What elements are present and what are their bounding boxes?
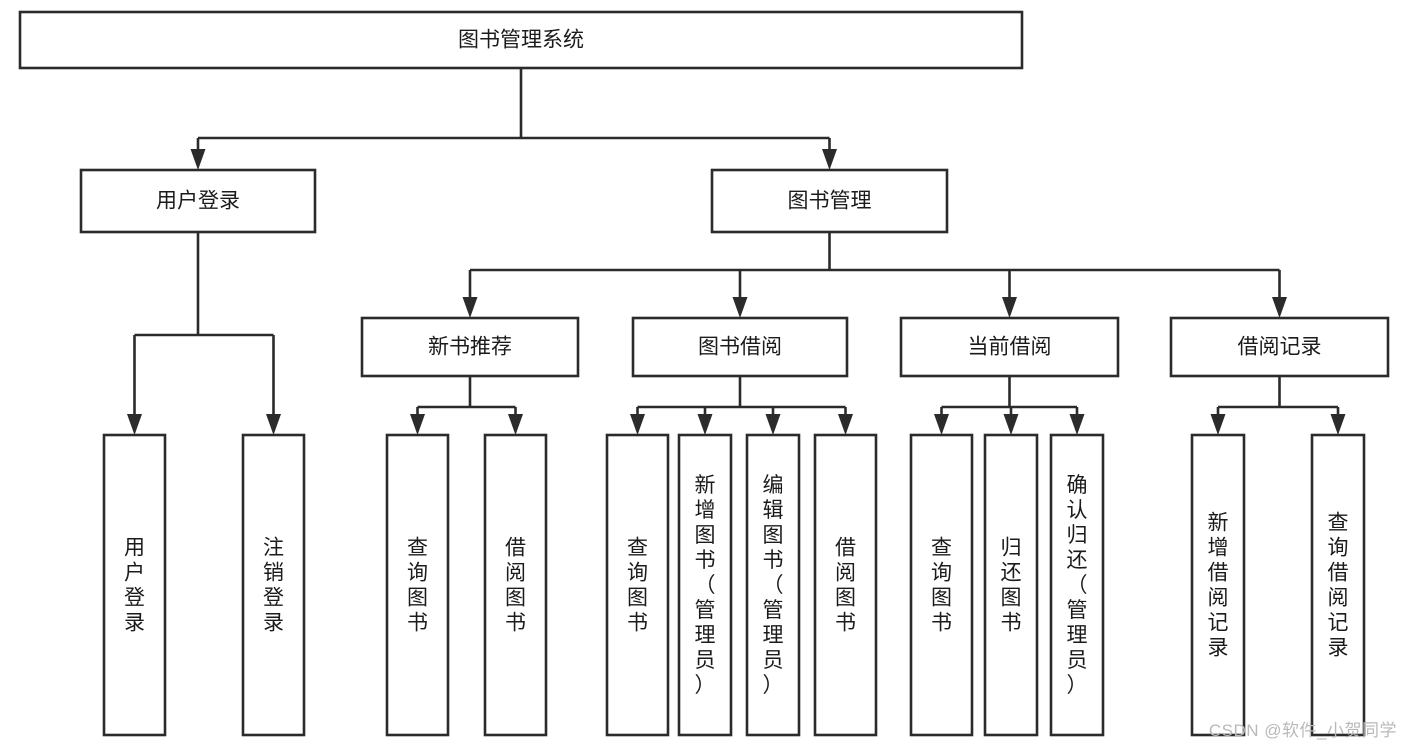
node-box-leaf-query-book-new[interactable] — [385, 433, 450, 737]
node-label-user-login: 用户登录 — [156, 190, 240, 213]
nodes-layer: 图书管理系统用户登录图书管理新书推荐图书借阅当前借阅借阅记录用户登录注销登录查询… — [18, 10, 1390, 737]
arrow-head-icon — [822, 149, 837, 170]
node-user-login[interactable]: 用户登录 — [79, 168, 317, 234]
node-label-leaf-add-book-admin: 新增图书（管理员） — [695, 474, 716, 697]
node-leaf-user-logout[interactable]: 注销登录 — [241, 433, 306, 737]
node-label-leaf-user-logout: 注销登录 — [263, 537, 284, 635]
node-label-leaf-add-borrow-record: 新增借阅记录 — [1208, 512, 1229, 660]
node-box-leaf-query-book-current[interactable] — [909, 433, 974, 737]
node-leaf-query-book-new[interactable]: 查询图书 — [385, 433, 450, 737]
node-leaf-borrow-book-new[interactable]: 借阅图书 — [483, 433, 548, 737]
arrow-head-icon — [838, 414, 853, 435]
node-leaf-query-book-current[interactable]: 查询图书 — [909, 433, 974, 737]
node-borrow-record[interactable]: 借阅记录 — [1169, 316, 1390, 378]
node-label-borrow-record: 借阅记录 — [1238, 336, 1322, 359]
arrow-head-icon — [630, 414, 645, 435]
node-label-book-manage: 图书管理 — [788, 190, 872, 213]
node-label-leaf-query-book-current: 查询图书 — [931, 537, 952, 635]
arrow-head-icon — [1330, 414, 1346, 435]
node-leaf-add-book-admin[interactable]: 新增图书（管理员） — [677, 433, 733, 737]
arrow-head-icon — [1002, 297, 1017, 318]
arrow-head-icon — [462, 297, 478, 318]
node-box-new-book-recommend[interactable] — [360, 316, 580, 378]
node-leaf-confirm-return-admin[interactable]: 确认归还（管理员） — [1049, 433, 1105, 737]
node-leaf-user-login[interactable]: 用户登录 — [102, 433, 167, 737]
node-label-book-borrow: 图书借阅 — [698, 336, 782, 359]
node-box-root[interactable] — [18, 10, 1024, 70]
node-current-borrow[interactable]: 当前借阅 — [899, 316, 1120, 378]
connectors-layer — [127, 68, 1346, 435]
node-label-current-borrow: 当前借阅 — [968, 336, 1052, 359]
node-label-leaf-confirm-return-admin: 确认归还（管理员） — [1067, 474, 1088, 697]
node-label-leaf-edit-book-admin: 编辑图书（管理员） — [763, 474, 784, 697]
node-label-root: 图书管理系统 — [458, 29, 584, 52]
arrow-head-icon — [508, 414, 523, 435]
node-root[interactable]: 图书管理系统 — [18, 10, 1024, 70]
node-label-new-book-recommend: 新书推荐 — [428, 336, 512, 359]
node-box-book-borrow[interactable] — [631, 316, 849, 378]
node-book-borrow[interactable]: 图书借阅 — [631, 316, 849, 378]
arrow-head-icon — [732, 297, 748, 318]
arrow-head-icon — [765, 414, 781, 435]
arrow-head-icon — [697, 414, 713, 435]
node-leaf-query-borrow-record[interactable]: 查询借阅记录 — [1310, 433, 1366, 737]
node-label-leaf-borrow-book: 借阅图书 — [835, 537, 856, 635]
node-box-leaf-query-book-borrow[interactable] — [605, 433, 670, 737]
arrow-head-icon — [410, 414, 425, 435]
node-label-leaf-query-book-new: 查询图书 — [407, 537, 428, 635]
node-box-leaf-add-book-admin[interactable] — [677, 433, 733, 737]
node-box-current-borrow[interactable] — [899, 316, 1120, 378]
node-box-leaf-return-book[interactable] — [983, 433, 1039, 737]
node-box-leaf-confirm-return-admin[interactable] — [1049, 433, 1105, 737]
node-box-leaf-add-borrow-record[interactable] — [1190, 433, 1246, 737]
arrow-head-icon — [1003, 414, 1019, 435]
node-box-user-login[interactable] — [79, 168, 317, 234]
arrow-head-icon — [266, 414, 281, 435]
node-leaf-return-book[interactable]: 归还图书 — [983, 433, 1039, 737]
arrow-head-icon — [1069, 414, 1085, 435]
arrow-head-icon — [127, 414, 142, 435]
arrow-head-icon — [934, 414, 949, 435]
node-leaf-query-book-borrow[interactable]: 查询图书 — [605, 433, 670, 737]
node-leaf-edit-book-admin[interactable]: 编辑图书（管理员） — [745, 433, 801, 737]
node-box-leaf-borrow-book[interactable] — [813, 433, 878, 737]
node-box-borrow-record[interactable] — [1169, 316, 1390, 378]
node-box-book-manage[interactable] — [710, 168, 949, 234]
node-box-leaf-user-login[interactable] — [102, 433, 167, 737]
node-new-book-recommend[interactable]: 新书推荐 — [360, 316, 580, 378]
node-label-leaf-query-borrow-record: 查询借阅记录 — [1328, 512, 1349, 660]
node-label-leaf-user-login: 用户登录 — [124, 537, 145, 635]
node-book-manage[interactable]: 图书管理 — [710, 168, 949, 234]
node-box-leaf-borrow-book-new[interactable] — [483, 433, 548, 737]
arrow-head-icon — [190, 149, 206, 170]
node-label-leaf-borrow-book-new: 借阅图书 — [505, 537, 526, 635]
arrow-head-icon — [1272, 297, 1287, 318]
node-leaf-borrow-book[interactable]: 借阅图书 — [813, 433, 878, 737]
node-box-leaf-edit-book-admin[interactable] — [745, 433, 801, 737]
arrow-head-icon — [1210, 414, 1226, 435]
node-label-leaf-query-book-borrow: 查询图书 — [627, 537, 648, 635]
node-box-leaf-query-borrow-record[interactable] — [1310, 433, 1366, 737]
node-leaf-add-borrow-record[interactable]: 新增借阅记录 — [1190, 433, 1246, 737]
node-label-leaf-return-book: 归还图书 — [1001, 537, 1022, 635]
node-box-leaf-user-logout[interactable] — [241, 433, 306, 737]
